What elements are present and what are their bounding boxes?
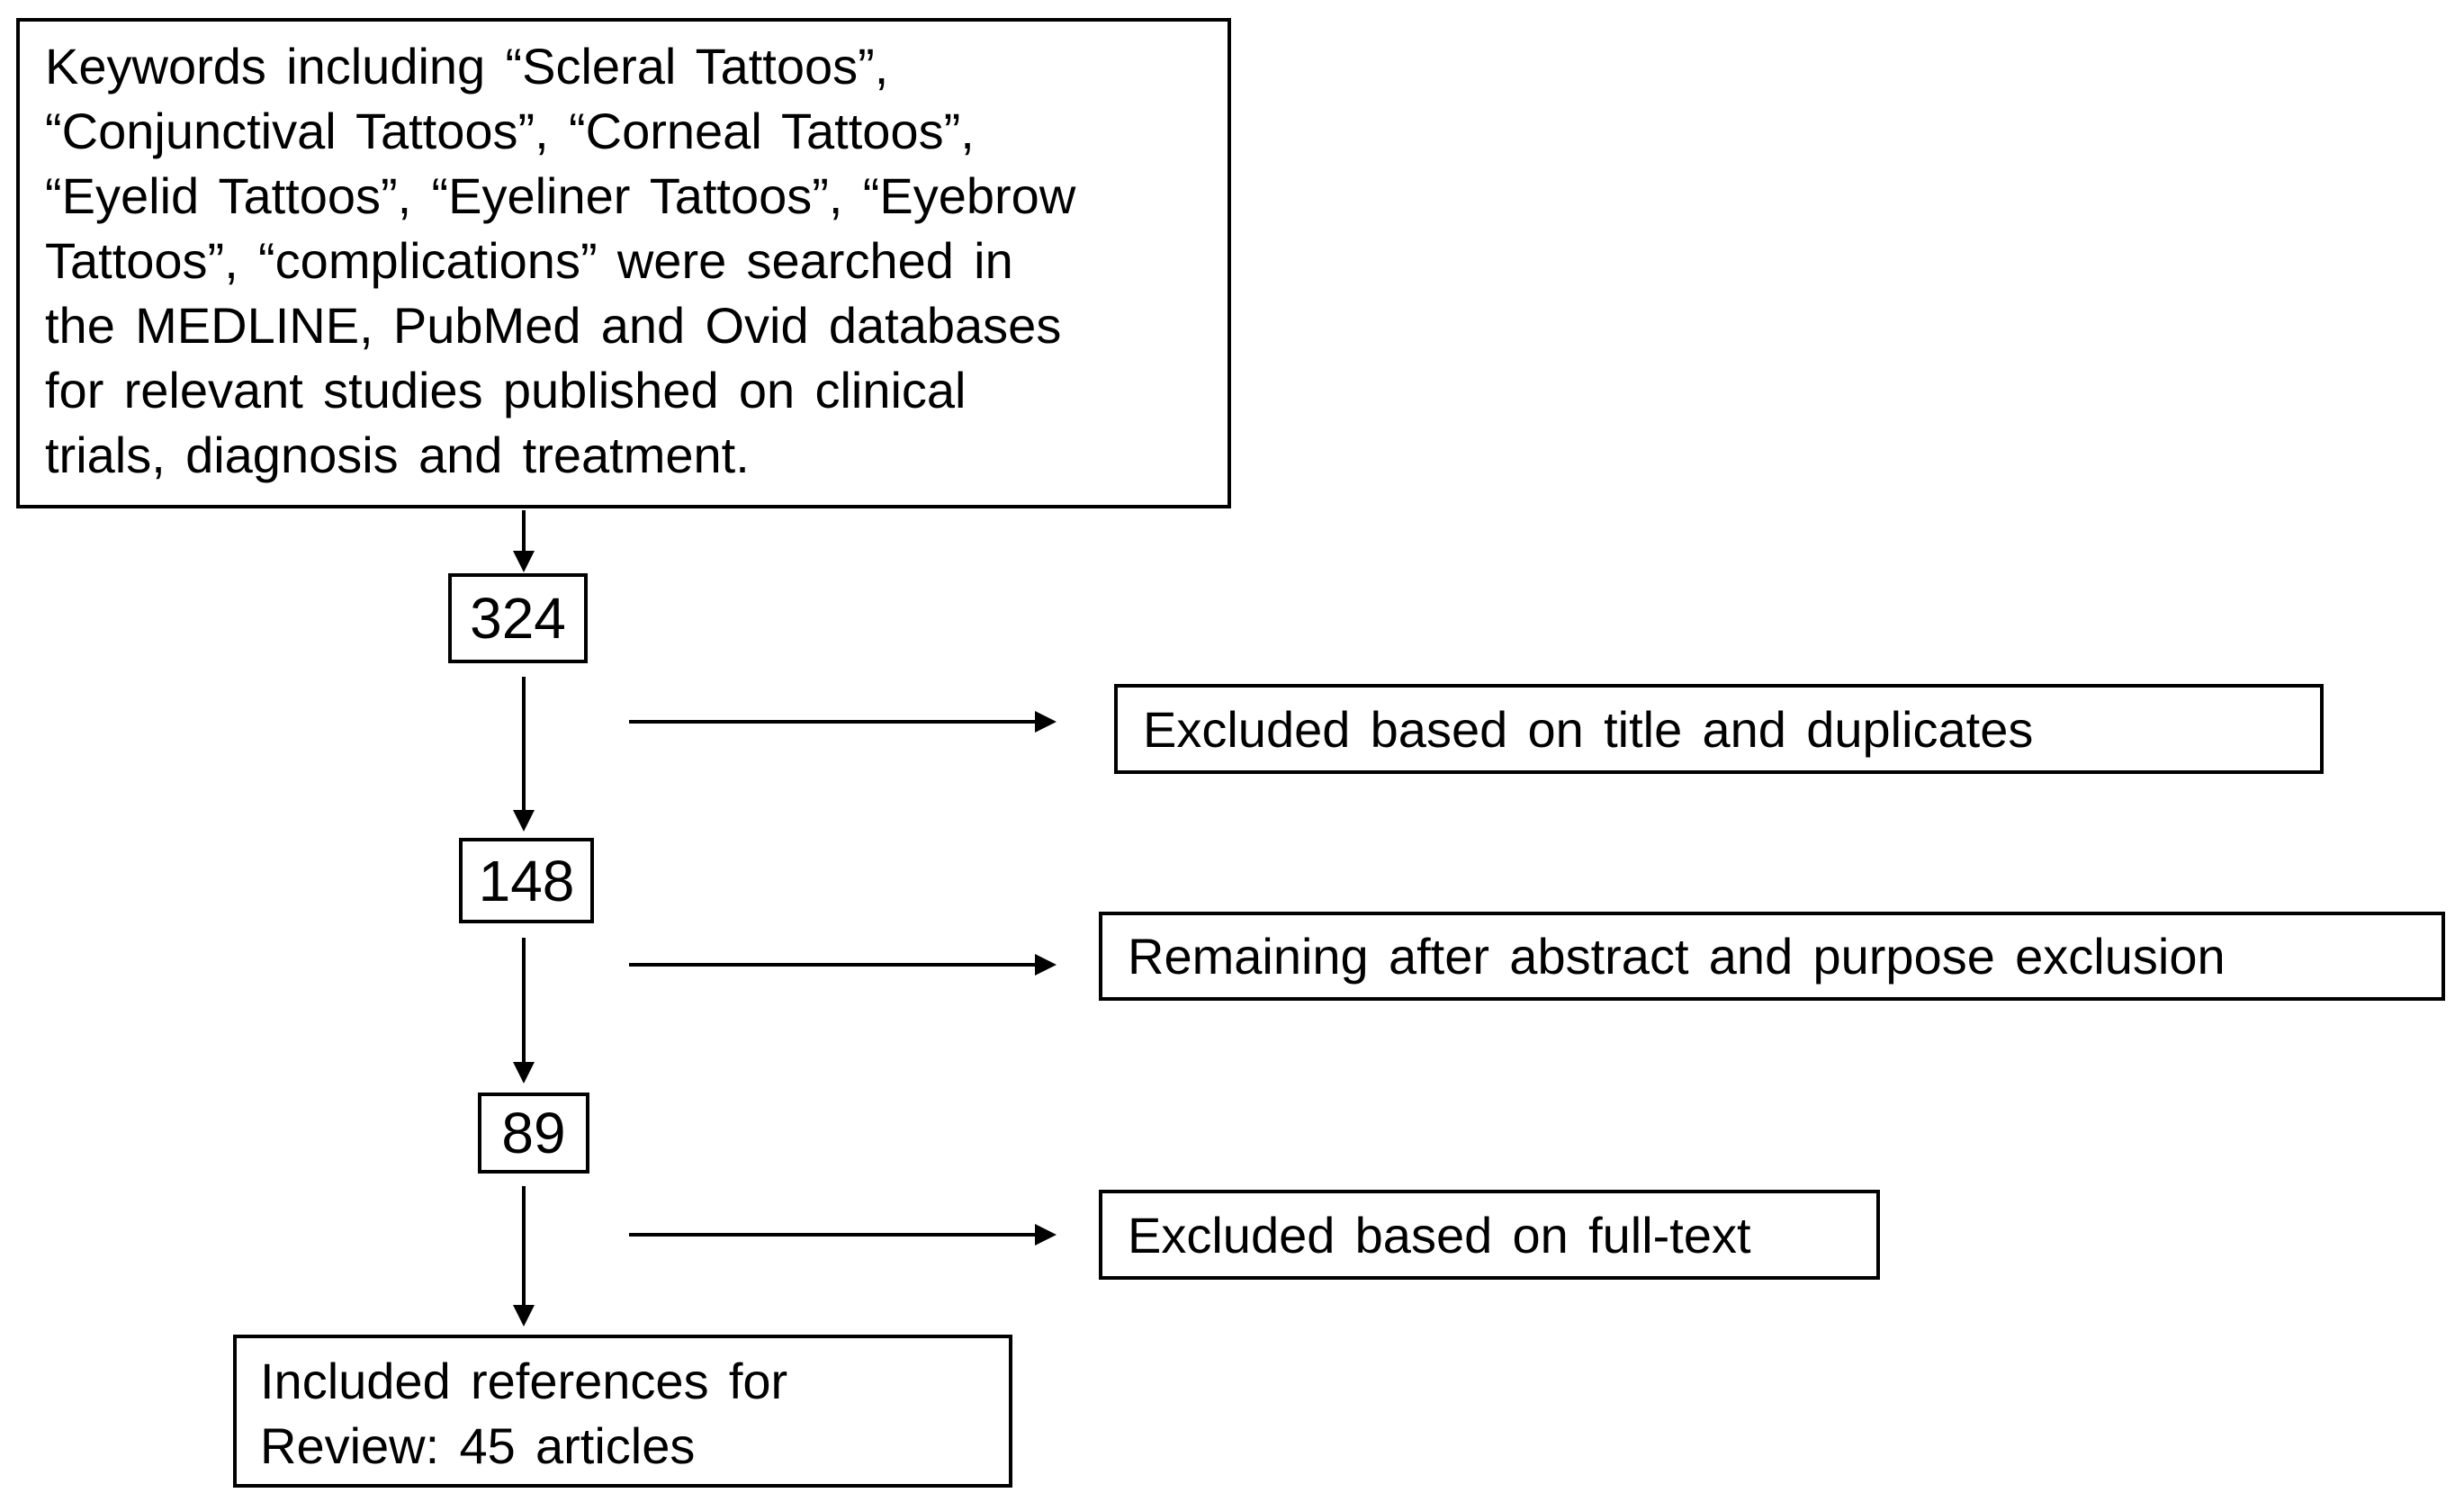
arrow-down-head (513, 1305, 535, 1327)
arrow-down-head (513, 1062, 535, 1084)
count-box-148: 148 (459, 838, 594, 923)
arrow-line (522, 677, 526, 812)
arrow-line (629, 720, 1035, 724)
count-box-324: 324 (448, 573, 588, 663)
search-strategy-box: Keywords including “Scleral Tattoos”, “C… (16, 18, 1231, 508)
count-value: 148 (478, 848, 575, 913)
excluded-title-duplicates-box: Excluded based on title and duplicates (1114, 684, 2324, 774)
arrow-right-head (1035, 1224, 1057, 1246)
included-references-text: Included references for Review: 45 artic… (260, 1353, 788, 1474)
arrow-line (522, 510, 526, 552)
arrow-down-head (513, 551, 535, 572)
count-value: 324 (470, 586, 566, 651)
arrow-right-head (1035, 711, 1057, 733)
excluded-fulltext-box: Excluded based on full-text (1099, 1190, 1880, 1280)
excluded-fulltext-label: Excluded based on full-text (1128, 1206, 1751, 1264)
arrow-line (522, 938, 526, 1064)
count-value: 89 (501, 1101, 566, 1165)
remaining-abstract-purpose-box: Remaining after abstract and purpose exc… (1099, 912, 2445, 1001)
excluded-title-duplicates-label: Excluded based on title and duplicates (1143, 700, 2034, 758)
arrow-down-head (513, 810, 535, 832)
remaining-abstract-purpose-label: Remaining after abstract and purpose exc… (1128, 928, 2226, 985)
count-box-89: 89 (478, 1093, 589, 1174)
search-strategy-text: Keywords including “Scleral Tattoos”, “C… (45, 38, 1076, 483)
arrow-line (522, 1186, 526, 1307)
arrow-line (629, 963, 1035, 967)
arrow-right-head (1035, 954, 1057, 976)
arrow-line (629, 1233, 1035, 1237)
included-references-box: Included references for Review: 45 artic… (233, 1335, 1012, 1488)
